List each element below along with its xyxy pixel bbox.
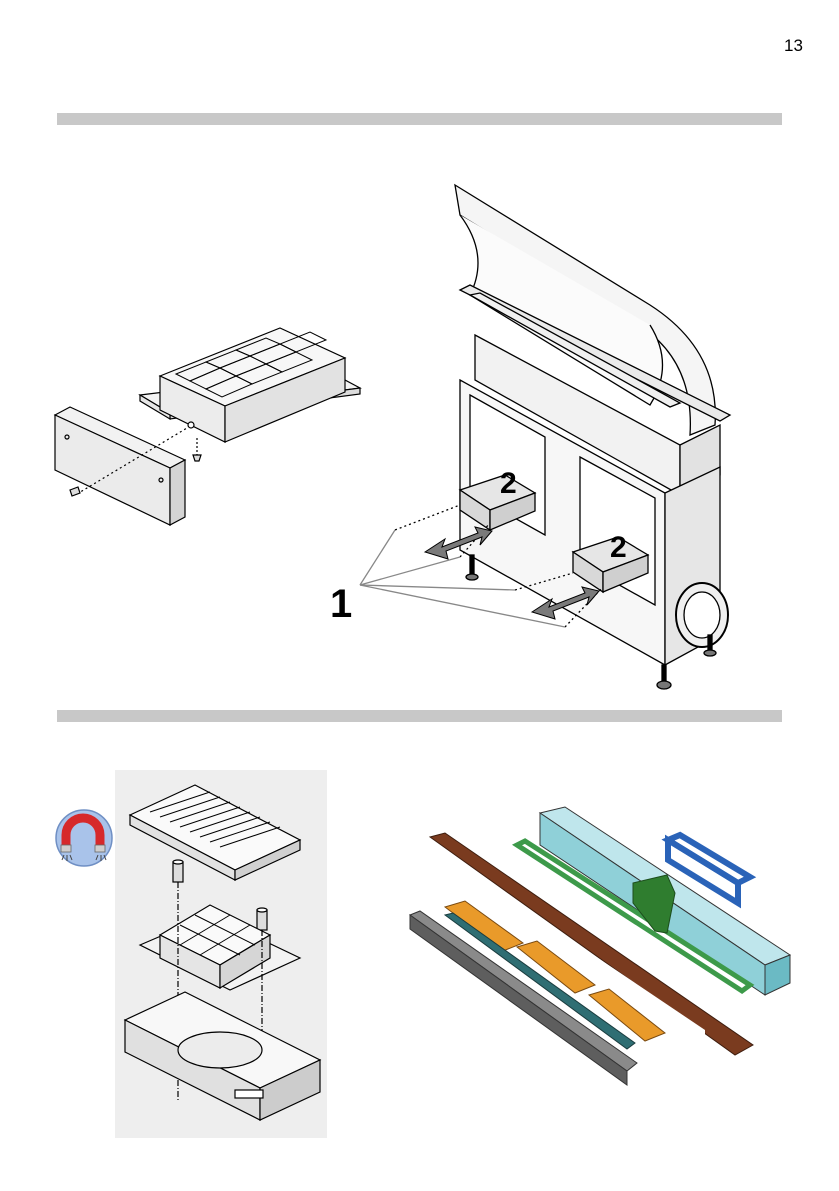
magnet-icon [54,809,114,867]
callout-2-left: 2 [500,467,517,500]
section-divider-middle [57,710,782,722]
downdraft-hood-illustration: 2 2 1 [320,175,750,695]
grille-filter-exploded-illustration [115,770,327,1138]
section-divider-top [57,113,782,125]
component-exploded-illustration [405,805,805,1090]
callout-1: 1 [330,582,352,626]
page-number: 13 [784,36,803,56]
callout-2-right: 2 [610,531,627,564]
